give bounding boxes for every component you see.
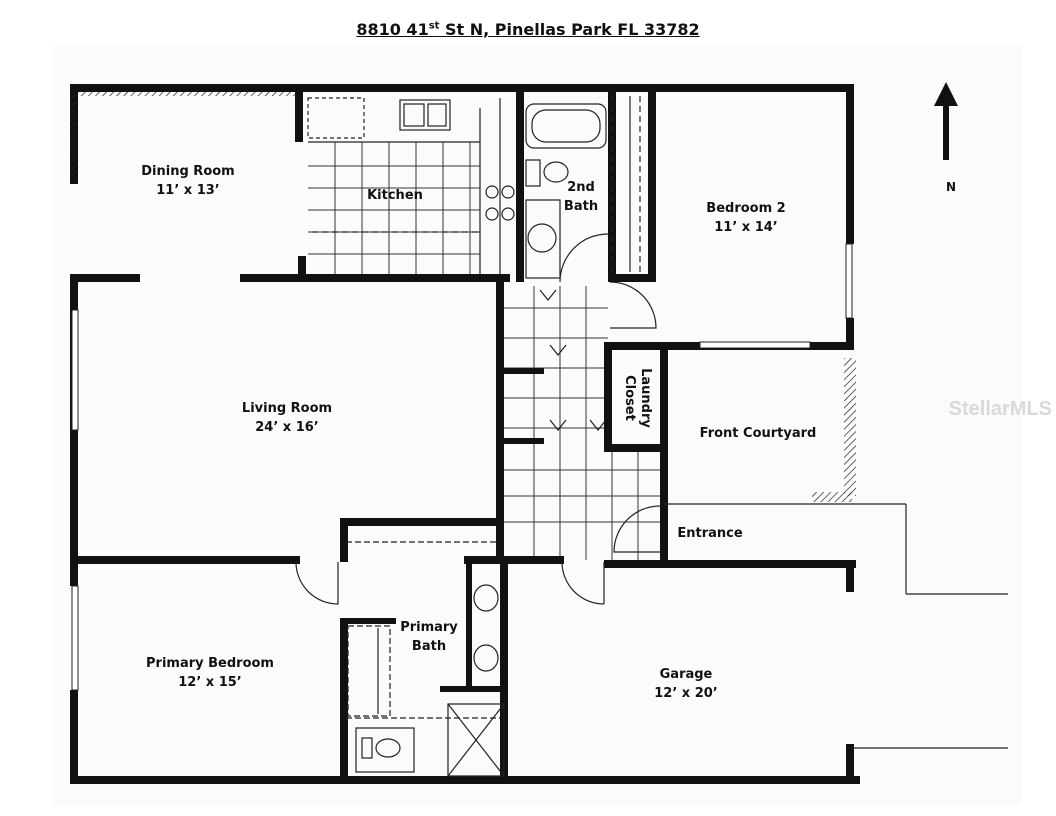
entrance-label: Entrance	[677, 526, 743, 541]
dining-label: Dining Room	[141, 164, 235, 179]
address-prefix: 8810 41	[356, 20, 429, 39]
laundry-label-line2: Closet	[622, 375, 637, 421]
room-entrance: Entrance	[674, 524, 746, 543]
closet-bifold-doors	[539, 289, 607, 431]
exterior-lines	[664, 503, 1008, 749]
garage-size: 12’ x 20’	[654, 686, 718, 701]
kitchen-label: Kitchen	[367, 188, 423, 203]
primary-bath-label-line1: Primary	[400, 620, 458, 635]
courtyard-hatch	[844, 358, 856, 496]
courtyard-hatch-bottom	[812, 492, 852, 502]
courtyard-label: Front Courtyard	[699, 426, 817, 441]
garage-label: Garage	[659, 667, 713, 682]
dining-hatch-side	[70, 92, 76, 176]
room-front-courtyard: Front Courtyard	[696, 424, 820, 443]
bedroom2-size: 11’ x 14’	[714, 220, 778, 235]
bath2-label-line1: 2nd	[567, 180, 595, 195]
living-size: 24’ x 16’	[255, 420, 319, 435]
windows	[71, 243, 853, 691]
room-2nd-bath: 2nd Bath	[556, 178, 606, 216]
primary-bath-label-line2: Bath	[411, 639, 447, 654]
page-title: 8810 41st St N, Pinellas Park FL 33782	[0, 20, 1056, 39]
bedroom2-label: Bedroom 2	[706, 201, 786, 216]
room-bedroom-2: Bedroom 2 11’ x 14’	[696, 199, 796, 237]
room-garage: Garage 12’ x 20’	[636, 665, 736, 703]
room-primary-bedroom: Primary Bedroom 12’ x 15’	[140, 654, 280, 692]
room-dining: Dining Room 11’ x 13’	[128, 162, 248, 200]
watermark: StellarMLS	[948, 398, 1052, 420]
north-label: N	[946, 180, 957, 194]
kitchen-counters	[307, 97, 515, 278]
dining-hatch	[78, 92, 296, 96]
laundry-label-line1: Laundry	[638, 368, 653, 428]
address-superscript: st	[428, 20, 440, 32]
bath2-label-line2: Bath	[563, 199, 599, 214]
north-arrow-icon	[934, 82, 958, 160]
primary-bedroom-label: Primary Bedroom	[146, 656, 274, 671]
room-laundry-closet: Laundry Closet	[617, 358, 653, 438]
room-primary-bath: Primary Bath	[392, 618, 466, 656]
address-suffix: St N, Pinellas Park FL 33782	[439, 20, 700, 39]
paper-background	[52, 46, 1022, 806]
dining-size: 11’ x 13’	[156, 183, 220, 198]
primary-bath-fixtures	[346, 541, 505, 777]
bath2-fixtures	[525, 96, 641, 279]
living-label: Living Room	[241, 401, 333, 416]
primary-bedroom-size: 12’ x 15’	[178, 675, 242, 690]
room-kitchen: Kitchen	[355, 186, 435, 205]
room-living: Living Room 24’ x 16’	[232, 399, 342, 437]
door-swings	[295, 233, 661, 605]
